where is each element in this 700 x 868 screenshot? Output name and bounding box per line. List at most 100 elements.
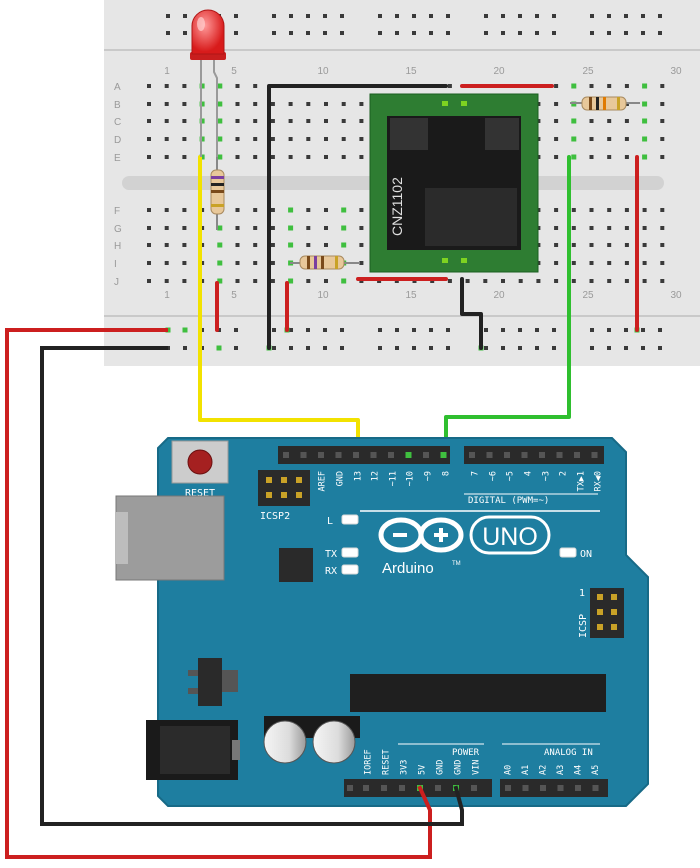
breadboard-hole: [624, 84, 629, 88]
row-label-j: J: [114, 277, 119, 288]
breadboard-hole: [147, 243, 151, 247]
rail-hole: [340, 31, 344, 35]
rail-hole: [590, 31, 594, 35]
breadboard-hole: [324, 243, 328, 247]
breadboard-hole: [501, 279, 505, 283]
rail-hole: [323, 14, 327, 18]
breadboard-hole: [571, 261, 576, 265]
connected-hole: [217, 118, 223, 124]
analog-pin-hole: [575, 785, 581, 791]
minus-icon: [393, 533, 407, 537]
reset-button-cap[interactable]: [187, 449, 213, 475]
infinity-icon: [378, 517, 464, 553]
connected-hole: [217, 278, 223, 284]
breadboard-hole: [182, 102, 187, 106]
col-number-10: 10: [317, 66, 329, 77]
breadboard-hole: [359, 119, 364, 123]
breadboard-hole: [341, 155, 346, 159]
power-pin-label: VIN: [472, 760, 482, 775]
breadboard-hole: [270, 261, 275, 265]
breadboard-hole: [589, 155, 594, 159]
led-lead: [213, 60, 218, 157]
power-jack-face: [160, 726, 230, 774]
connected-hole: [217, 260, 223, 266]
row-label-b: B: [114, 100, 121, 111]
breadboard-hole: [660, 119, 665, 123]
plus-icon-vertical: [439, 528, 443, 542]
digital-pin-label: 4: [524, 471, 534, 476]
power-pin-hole: [381, 785, 387, 791]
connected-hole: [217, 136, 223, 142]
digital-pin-label: AREF: [318, 471, 328, 491]
breadboard-hole: [324, 226, 328, 230]
photo-interrupter-sensor: CNZ1102: [369, 93, 539, 273]
rail-hole: [501, 346, 505, 350]
rail-hole: [183, 14, 187, 18]
rail-hole: [412, 14, 416, 18]
wire-green-pin8: [444, 155, 571, 454]
resistor-band: [307, 256, 310, 269]
icsp-pin: [611, 624, 617, 630]
breadboard-hole: [589, 84, 594, 88]
connected-hole: [182, 327, 188, 333]
digital-pin-hole: [486, 452, 493, 458]
analog-pin-hole: [505, 785, 511, 791]
breadboard-hole: [589, 137, 594, 141]
digital-pin-hole: [335, 452, 342, 458]
rail-hole: [518, 346, 522, 350]
icsp2-pin: [281, 477, 287, 483]
row-label-h: H: [114, 241, 121, 252]
breadboard-hole: [554, 279, 559, 283]
breadboard-hole: [660, 243, 665, 247]
connected-hole: [341, 207, 347, 213]
breadboard-hole: [270, 226, 275, 230]
breadboard-hole: [253, 155, 258, 159]
connected-hole: [642, 154, 648, 160]
breadboard-hole: [324, 137, 328, 141]
breadboard-hole: [270, 102, 275, 106]
col-number-25-bottom: 25: [582, 290, 594, 301]
rail-hole: [501, 328, 505, 332]
digital-pin-label: 12: [371, 471, 381, 481]
breadboard-hole: [589, 279, 594, 283]
rail-hole: [484, 346, 488, 350]
digital-pin-label: ~10: [406, 471, 416, 486]
connected-hole: [571, 118, 577, 124]
breadboard-hole: [235, 208, 240, 212]
wire-red-5v: [5, 328, 432, 859]
col-number-15-bottom: 15: [405, 290, 417, 301]
breadboard-hole: [164, 243, 169, 247]
analog-pin-hole: [522, 785, 529, 791]
row-label-g: G: [114, 224, 122, 235]
breadboard-hole: [147, 261, 151, 265]
rail-hole: [378, 14, 382, 18]
analog-header-body: [500, 779, 608, 797]
breadboard-hole: [642, 243, 647, 247]
breadboard-hole: [660, 261, 665, 265]
breadboard-hole: [571, 226, 576, 230]
rail-hole: [535, 14, 539, 18]
breadboard-hole: [624, 137, 629, 141]
rail-hole: [395, 31, 399, 35]
digital-pin-label: ~5: [506, 471, 516, 481]
breadboard-hole: [624, 155, 629, 159]
digital-header-holes: [283, 452, 598, 458]
breadboard-hole: [642, 208, 647, 212]
breadboard-hole: [306, 243, 311, 247]
digital-pin-hole: [521, 452, 528, 458]
analog-pin-hole: [557, 785, 564, 791]
breadboard-hole: [253, 84, 258, 88]
breadboard-hole: [235, 102, 240, 106]
breadboard-hole: [164, 261, 169, 265]
connected-hole: [571, 154, 577, 160]
sensor-pad: [442, 101, 448, 106]
rail-hole: [234, 346, 238, 350]
reset-button[interactable]: [171, 440, 229, 484]
breadboard-hole: [359, 243, 364, 247]
power-pin-hole: [399, 785, 405, 791]
resistor-band: [617, 97, 620, 110]
breadboard-hole: [589, 119, 594, 123]
col-number-30-bottom: 30: [670, 290, 682, 301]
breadboard-hole: [270, 208, 275, 212]
